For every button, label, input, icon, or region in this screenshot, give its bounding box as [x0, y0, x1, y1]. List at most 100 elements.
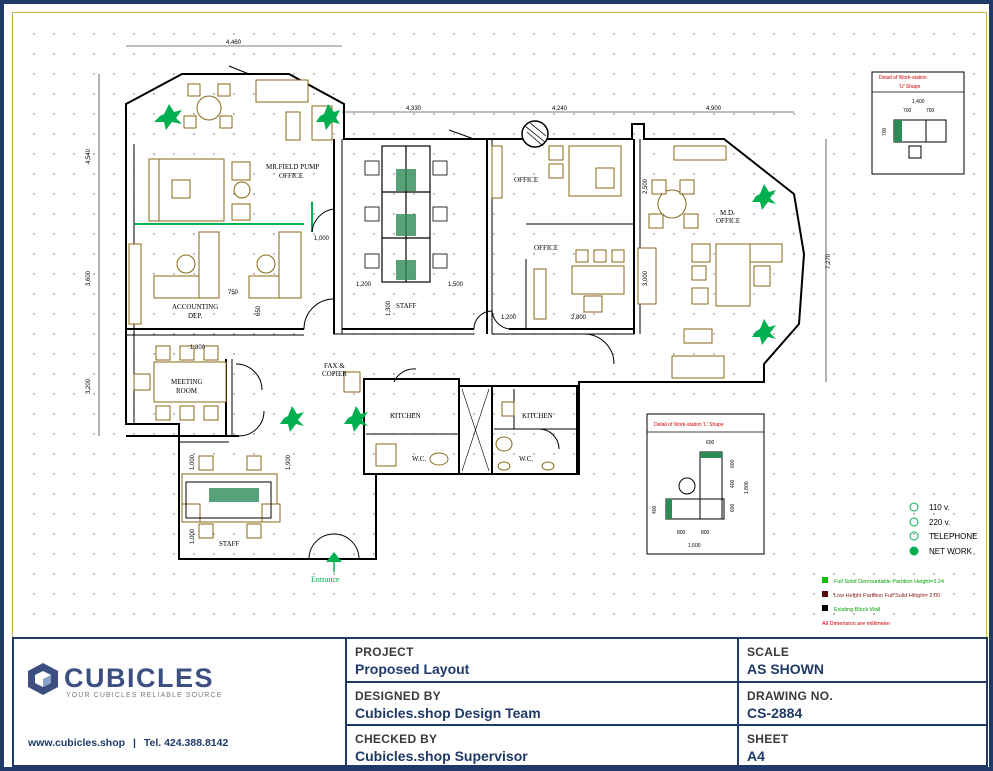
u-dim-h: 700: [882, 127, 888, 136]
dim-left-3: 3,200: [86, 378, 92, 394]
workstation-cluster-top: [364, 145, 448, 283]
company-name: CUBICLES: [64, 663, 215, 693]
workstation-cluster-bottom: [185, 481, 272, 519]
label-md-office-2: OFFICE: [716, 217, 740, 225]
u-dim-w: 1,400: [912, 99, 925, 105]
dim-left-2: 3,600: [86, 270, 92, 286]
l-shape-title: Detail of Work-station 'L' Shape: [654, 422, 724, 428]
dim-top-left: 4,460: [226, 40, 242, 46]
dim-top-2: 4,330: [406, 106, 422, 112]
project-label: PROJECT: [355, 645, 414, 659]
website-link[interactable]: www.cubicles.shop: [28, 737, 126, 749]
scale-value: AS SHOWN: [747, 661, 824, 677]
designed-cell: DESIGNED BY Cubicles.shop Design Team: [347, 683, 737, 723]
l-dim-r3: 600: [730, 503, 736, 512]
phone-number: Tel. 424.388.8142: [143, 737, 229, 749]
floor-plan: MR.FIELD PUMP OFFICE ACCOUNTING DEP. MEE…: [18, 18, 980, 630]
u-shape-title-2: 'U' Shape: [899, 84, 921, 90]
drawing-no-cell: DRAWING NO. CS-2884: [739, 683, 986, 723]
scale-label: SCALE: [747, 645, 790, 659]
dim-e: 1,200: [501, 315, 517, 321]
label-office-1: OFFICE: [514, 176, 538, 184]
l-dim-b1: 800: [677, 530, 686, 536]
label-gm-office: MR.FIELD PUMP: [266, 163, 319, 171]
drawing-value: CS-2884: [747, 705, 803, 721]
label-kitchen-1: KITCHEN: [390, 412, 421, 420]
dim-right: 7,270: [826, 253, 832, 269]
symbol-legend: 110 v. 220 v. TELEPHONE NET WORK: [909, 502, 977, 556]
label-fax-2: COPIER: [322, 370, 347, 378]
telephone-icon: [909, 531, 919, 541]
designed-value: Cubicles.shop Design Team: [355, 705, 541, 721]
label-accounting: ACCOUNTING: [172, 303, 218, 311]
dimension-labels: 4,460 4,330 4,240 4,900 4,540 3,600 3,20…: [86, 40, 832, 544]
dim-left-1: 4,540: [86, 148, 92, 164]
cube-logo-icon: [28, 663, 58, 695]
checked-value: Cubicles.shop Supervisor: [355, 748, 528, 764]
dim-g: 1,300: [386, 300, 392, 316]
legend-220: 220 v.: [929, 518, 950, 527]
column: [521, 120, 549, 148]
detail-l-shape: Detail of Work-station 'L' Shape 600 600…: [646, 413, 765, 555]
sheet-cell: SHEET A4: [739, 726, 986, 766]
detail-u-shape: Detail of Work-station 'U' Shape 1,400 7…: [871, 71, 965, 175]
note-block-wall: Existing Block Wall: [834, 607, 880, 613]
note-millimeter: All Dimension are millimeter: [822, 621, 890, 627]
doors: [228, 65, 615, 560]
dim-f: 2,800: [571, 315, 587, 321]
label-fax: FAX &: [324, 362, 345, 370]
designed-label: DESIGNED BY: [355, 689, 441, 703]
dim-j: 1,800: [190, 345, 206, 351]
dim-door: 1,000: [314, 236, 330, 242]
label-meeting: MEETING: [171, 378, 203, 386]
checked-cell: CHECKED BY Cubicles.shop Supervisor: [347, 726, 737, 766]
dim-b: 650: [256, 305, 262, 316]
legend-network: NET WORK: [929, 547, 973, 556]
info-column: SCALE AS SHOWN DRAWING NO. CS-2884 SHEET…: [737, 639, 986, 765]
dim-d: 1,500: [448, 282, 464, 288]
label-staff-bottom: STAFF: [219, 540, 240, 548]
label-kitchen-2: KITCHEN: [522, 412, 553, 420]
contact-separator: |: [132, 737, 136, 749]
u-dim-b: 700: [926, 108, 935, 114]
room-labels: MR.FIELD PUMP OFFICE ACCOUNTING DEP. MEE…: [171, 163, 740, 584]
sheet-value: A4: [747, 748, 765, 764]
glass-partitions: [134, 202, 313, 232]
label-entrance: Entrance: [311, 575, 340, 584]
label-staff-top: STAFF: [396, 302, 417, 310]
label-md-office: M.D: [720, 209, 733, 217]
outlet-110-icon: [909, 502, 919, 512]
dim-a: 750: [228, 290, 239, 296]
label-office-2: OFFICE: [534, 244, 558, 252]
l-dim-top: 600: [706, 440, 715, 446]
dim-i: 3,000: [643, 270, 649, 286]
label-wc-1: W.C.: [412, 455, 426, 463]
legend-telephone: TELEPHONE: [929, 532, 977, 541]
u-shape-title: Detail of Work-station: [879, 75, 927, 81]
company-tagline: YOUR CUBICLES RELIABLE SOURCE: [66, 692, 223, 699]
dim-h: 2,500: [643, 178, 649, 194]
label-accounting-2: DEP.: [188, 312, 202, 320]
network-icon: [909, 546, 919, 556]
dim-l: 1,000: [190, 528, 196, 544]
label-wc-2: W.C.: [519, 455, 533, 463]
dim-m: 1,900: [286, 454, 292, 470]
l-dim-b2: 800: [701, 530, 710, 536]
scale-cell: SCALE AS SHOWN: [739, 639, 986, 681]
checked-label: CHECKED BY: [355, 732, 438, 746]
project-column: PROJECT Proposed Layout DESIGNED BY Cubi…: [345, 639, 737, 765]
title-block: CUBICLES YOUR CUBICLES RELIABLE SOURCE w…: [12, 637, 988, 767]
note-low-height: Low Height Partition Full Solid Height= …: [834, 593, 940, 599]
note-full-solid: Full Solid Demountable Partition Height=…: [834, 579, 944, 585]
l-dim-r1: 600: [730, 459, 736, 468]
outlet-220-icon: [909, 517, 919, 527]
plants: [154, 104, 776, 432]
legend-110: 110 v.: [929, 503, 950, 512]
label-meeting-2: ROOM: [176, 387, 198, 395]
u-dim-a: 700: [903, 108, 912, 114]
contact-line: www.cubicles.shop | Tel. 424.388.8142: [28, 737, 228, 749]
partition-notes: Full Solid Demountable Partition Height=…: [822, 577, 944, 627]
dim-k: 1,000: [190, 454, 196, 470]
furniture: [128, 79, 783, 539]
